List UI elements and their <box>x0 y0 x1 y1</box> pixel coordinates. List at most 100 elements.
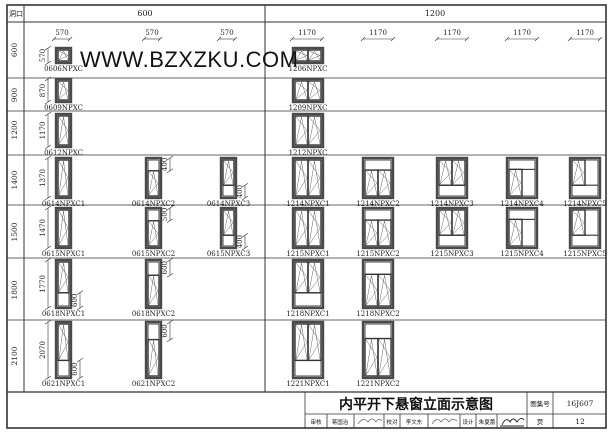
turn-indicator <box>295 50 308 61</box>
tilt-indicator <box>295 50 308 61</box>
turn-indicator <box>308 81 321 100</box>
window-code-label: 1214NPXC2 <box>356 200 399 208</box>
turn-indicator <box>509 220 522 246</box>
sash-panel <box>307 80 322 101</box>
window-code-label: 1209NPXC <box>289 104 328 112</box>
tilt-indicator <box>58 116 69 145</box>
turn-indicator <box>148 171 159 196</box>
window-botfix <box>219 156 238 200</box>
tilt-indicator <box>308 116 321 145</box>
window-c4 <box>505 156 539 200</box>
tilt-indicator <box>365 339 378 376</box>
turn-indicator <box>295 262 308 292</box>
window-code-label: 1214NPXC1 <box>286 200 329 208</box>
turn-indicator <box>365 275 378 306</box>
window-topfix <box>144 320 163 380</box>
turn-indicator <box>58 50 69 61</box>
tilt-indicator <box>439 210 452 235</box>
turn-indicator <box>223 210 234 235</box>
tilt-indicator <box>223 210 234 235</box>
fixed-panel <box>438 234 466 247</box>
turn-indicator <box>378 275 391 306</box>
window-code-label: 0621NPXC2 <box>132 380 175 388</box>
width-dimension: 1170 <box>298 29 316 37</box>
window-single <box>54 112 73 149</box>
window-double-top <box>361 156 395 200</box>
height-dimension: 570 <box>39 49 47 62</box>
window-double <box>291 206 325 250</box>
window-code-label: 0615NPXC3 <box>207 250 250 258</box>
window-double-top <box>361 206 395 250</box>
sub-dimension: 400 <box>236 235 244 248</box>
window-code-label: 0618NPXC1 <box>42 310 85 318</box>
width-dimension: 1170 <box>443 29 461 37</box>
sash-panel <box>377 169 392 197</box>
window-frame <box>54 46 73 65</box>
window-code-label: 0614NPXC2 <box>132 200 175 208</box>
sash-panel <box>307 209 322 247</box>
turn-indicator <box>572 160 585 185</box>
tilt-indicator <box>308 50 321 61</box>
width-dimension: 570 <box>145 29 158 37</box>
window-code-label: 0614NPXC3 <box>207 200 250 208</box>
turn-indicator <box>58 81 69 100</box>
group-header-1200: 1200 <box>425 9 445 18</box>
window-double-bot <box>291 258 325 310</box>
turn-indicator <box>365 339 378 376</box>
window-code-label: 1214NPXC5 <box>563 200 606 208</box>
turn-indicator <box>308 160 321 196</box>
corner-label: 洞口 <box>9 9 23 18</box>
width-dimension: 1170 <box>576 29 594 37</box>
sub-dimension: 600 <box>161 324 169 337</box>
window-frame <box>144 258 163 310</box>
window-botfix <box>219 206 238 250</box>
window-botfix <box>54 258 73 310</box>
sash-panel <box>147 274 160 307</box>
row-height-label: 1400 <box>10 170 19 189</box>
window-code-label: 0614NPXC1 <box>42 200 85 208</box>
sash-panel <box>377 337 392 377</box>
window-double-top <box>361 320 395 380</box>
window-double <box>291 77 325 104</box>
turn-indicator <box>308 262 321 292</box>
window-double-bot <box>291 320 325 380</box>
tilt-indicator <box>148 340 159 376</box>
window-code-label: 1215NPXC2 <box>356 250 399 258</box>
designer-signature <box>500 417 525 427</box>
height-dimension: 1470 <box>39 219 47 237</box>
window-frame <box>54 320 73 380</box>
sash-panel <box>147 170 160 197</box>
sub-dimension: 600 <box>71 362 79 375</box>
turn-indicator <box>58 116 69 145</box>
tilt-indicator <box>365 171 378 196</box>
window-topfix <box>144 156 163 200</box>
fixed-panel <box>571 234 599 247</box>
tilt-indicator <box>58 210 69 246</box>
group-header-600: 600 <box>137 9 152 18</box>
turn-indicator <box>295 116 308 145</box>
tilt-indicator <box>148 276 159 306</box>
tilt-indicator <box>365 275 378 306</box>
tilt-indicator <box>295 324 308 360</box>
tilt-indicator <box>295 81 308 100</box>
window-code-label: 0618NPXC2 <box>132 310 175 318</box>
window-code-label: 0606NPXC <box>44 65 83 73</box>
window-code-label: 1214NPXC3 <box>430 200 473 208</box>
window-single <box>54 156 73 200</box>
tilt-indicator <box>308 81 321 100</box>
fixed-panel <box>571 184 599 197</box>
turn-indicator <box>439 160 452 185</box>
sash-panel <box>57 115 70 146</box>
turn-indicator <box>308 324 321 360</box>
window-c4 <box>505 206 539 250</box>
sash-panel <box>377 273 392 307</box>
page-label: 页 <box>537 418 544 426</box>
tilt-indicator <box>148 171 159 196</box>
window-single <box>54 206 73 250</box>
fixed-panel <box>222 234 235 247</box>
turn-indicator <box>378 339 391 376</box>
turn-indicator <box>295 210 308 246</box>
tilt-indicator <box>308 160 321 196</box>
